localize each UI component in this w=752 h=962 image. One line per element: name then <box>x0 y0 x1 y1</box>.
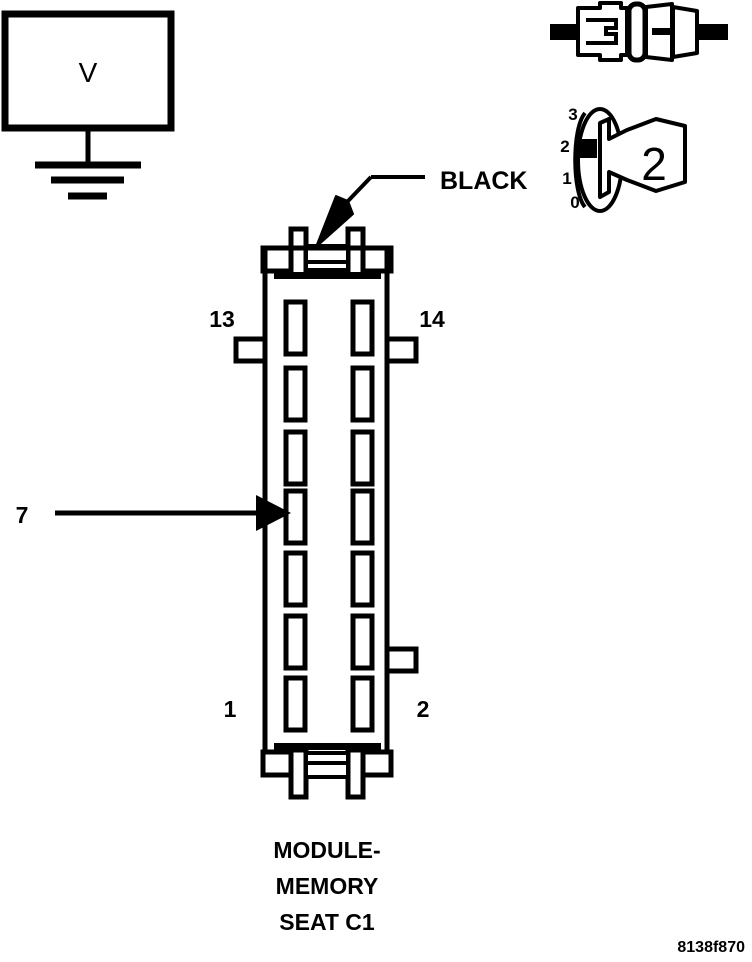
probe-arrowhead <box>256 495 291 531</box>
connector-left-wire <box>550 24 581 40</box>
key-label: 2 <box>641 138 667 190</box>
probe-arrow-cavity-7: 7 <box>16 495 291 531</box>
pin-label-14: 14 <box>419 306 445 332</box>
voltmeter-label: V <box>79 57 98 88</box>
pin-label-2: 2 <box>417 696 430 722</box>
bottom-latch-base <box>274 743 381 750</box>
connector-caption: MODULE- MEMORY SEAT C1 <box>273 837 380 935</box>
caption-line-2: MEMORY <box>276 873 379 899</box>
key-barrel-arc <box>573 111 587 209</box>
black-wire-label: BLACK <box>440 167 528 195</box>
connector-male-blade <box>586 18 618 45</box>
pin-label-13: 13 <box>209 306 235 332</box>
cavity-left-row2[interactable] <box>283 365 308 423</box>
cavity-left-row6[interactable] <box>283 613 308 671</box>
side-tab-right-upper <box>384 336 419 364</box>
top-latch-base <box>274 272 381 279</box>
key-head-shape <box>598 117 687 199</box>
connector-female-body-2 <box>671 5 699 59</box>
bottom-ear-right <box>360 749 394 778</box>
cavity-right-row5[interactable] <box>350 550 375 608</box>
ignition-key-switch: 2 3 2 1 0 <box>560 105 687 213</box>
cavity-left-row5[interactable] <box>283 550 308 608</box>
caption-line-3: SEAT C1 <box>279 909 375 935</box>
side-tab-left-upper <box>233 336 268 364</box>
cavity-right-row4[interactable] <box>350 488 375 546</box>
pin-label-1: 1 <box>224 696 237 722</box>
side-tab-right-lower <box>384 646 419 674</box>
cavity-right-row7[interactable] <box>350 675 375 733</box>
connector-bottom-latch <box>260 743 394 800</box>
connector-male-housing <box>576 1 629 62</box>
cavity-left-row3[interactable] <box>283 429 308 487</box>
black-leader-diagonal <box>346 175 373 203</box>
black-callout: BLACK <box>315 167 528 248</box>
cavity-right-row6[interactable] <box>350 613 375 671</box>
connector-female-collar <box>626 1 648 63</box>
voltmeter-box <box>1 10 175 132</box>
cavity-left-row1[interactable] <box>283 299 308 357</box>
cavity-right-row1[interactable] <box>350 299 375 357</box>
key-position-3: 3 <box>568 105 577 124</box>
caption-line-1: MODULE- <box>273 837 380 863</box>
key-position-marker <box>577 139 597 158</box>
harness-connector-group: BLACK <box>16 167 528 800</box>
disconnect-connector-icon <box>550 1 728 63</box>
cavity-left-row4-pin7[interactable] <box>283 488 308 546</box>
figure-id-code: 8138f870 <box>677 939 745 956</box>
bottom-ear-left <box>260 749 294 778</box>
voltmeter-group: V <box>1 10 175 200</box>
probe-cavity-label: 7 <box>16 502 29 528</box>
cavity-left-row7[interactable] <box>283 675 308 733</box>
cavity-right-row2[interactable] <box>350 365 375 423</box>
key-position-0: 0 <box>570 193 579 212</box>
connector-female-slot <box>652 28 670 35</box>
cavity-right-row3[interactable] <box>350 429 375 487</box>
key-position-2: 2 <box>560 137 569 156</box>
key-position-1: 1 <box>562 169 571 188</box>
connector-right-wire <box>697 24 728 40</box>
